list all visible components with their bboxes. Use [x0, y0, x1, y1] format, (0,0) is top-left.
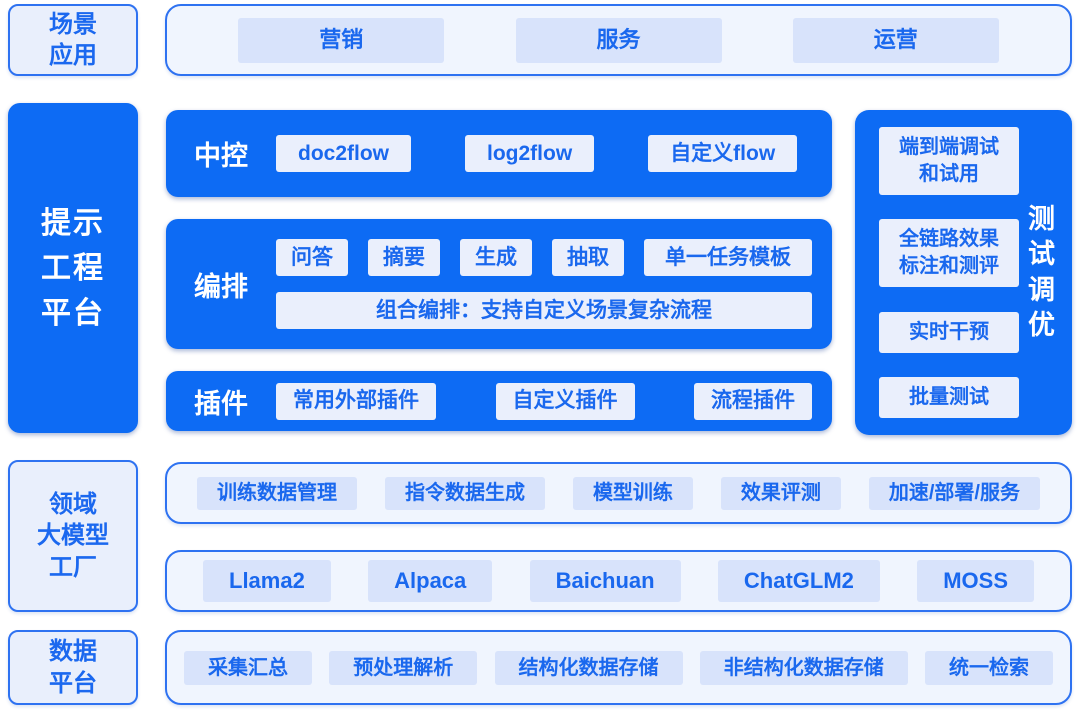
- chip-generation: 生成: [460, 239, 532, 276]
- data-platform-label: 数据 平台: [8, 630, 138, 705]
- base-models-panel: Llama2 Alpaca Baichuan ChatGLM2 MOSS: [165, 550, 1072, 612]
- test-tuning-chips: 端到端调试 和试用 全链路效果 标注和测评 实时干预 批量测试: [879, 127, 1019, 418]
- chip-accelerate-deploy-serve: 加速/部署/服务: [868, 476, 1040, 510]
- scenario-chip-marketing: 营销: [238, 17, 445, 63]
- chip-e2e-debug: 端到端调试 和试用: [879, 127, 1019, 195]
- scenario-apps-label: 场景 应用: [8, 4, 138, 76]
- chip-custom-flow: 自定义flow: [648, 135, 798, 172]
- plugin-chips: 常用外部插件 自定义插件 流程插件: [276, 382, 832, 420]
- orchestration-task-row: 问答 摘要 生成 抽取 单一任务模板: [276, 239, 812, 276]
- chip-composite-orchestration: 组合编排：支持自定义场景复杂流程: [276, 292, 812, 329]
- chip-llama2: Llama2: [203, 560, 331, 602]
- chip-collection-aggregation: 采集汇总: [184, 650, 312, 685]
- chip-batch-testing: 批量测试: [879, 376, 1019, 418]
- chip-fullchain-eval: 全链路效果 标注和测评: [879, 219, 1019, 288]
- chip-common-external-plugins: 常用外部插件: [276, 382, 436, 420]
- chip-single-task-template: 单一任务模板: [644, 239, 812, 276]
- test-tuning-panel: 端到端调试 和试用 全链路效果 标注和测评 实时干预 批量测试 测 试 调 优: [855, 110, 1072, 435]
- chip-effect-evaluation: 效果评测: [720, 476, 841, 510]
- chip-unstructured-storage: 非结构化数据存储: [699, 650, 908, 685]
- model-factory-panel: 训练数据管理 指令数据生成 模型训练 效果评测 加速/部署/服务: [165, 462, 1072, 524]
- plugin-bar: 插件 常用外部插件 自定义插件 流程插件: [166, 371, 832, 431]
- chip-realtime-intervention: 实时干预: [879, 311, 1019, 353]
- chip-structured-storage: 结构化数据存储: [494, 650, 683, 685]
- chip-log2flow: log2flow: [465, 135, 595, 172]
- central-control-bar: 中控 doc2flow log2flow 自定义flow: [166, 110, 832, 197]
- chip-flow-plugins: 流程插件: [694, 382, 812, 420]
- scenario-apps-panel: 营销 服务 运营: [165, 4, 1072, 76]
- chip-chatglm2: ChatGLM2: [717, 560, 880, 602]
- model-factory-label: 领域 大模型 工厂: [8, 460, 138, 612]
- chip-training-data-mgmt: 训练数据管理: [197, 476, 357, 510]
- prompt-platform-label: 提示 工程 平台: [8, 103, 138, 433]
- central-control-title: 中控: [194, 141, 248, 171]
- scenario-chip-operations: 运营: [792, 17, 999, 63]
- central-control-chips: doc2flow log2flow 自定义flow: [276, 135, 798, 172]
- chip-alpaca: Alpaca: [368, 560, 493, 602]
- chip-summary: 摘要: [368, 239, 440, 276]
- chip-unified-retrieval: 统一检索: [925, 650, 1053, 685]
- chip-model-training: 模型训练: [572, 476, 693, 510]
- chip-moss: MOSS: [917, 560, 1034, 602]
- chip-extraction: 抽取: [552, 239, 624, 276]
- orchestration-bar: 编排 问答 摘要 生成 抽取 单一任务模板 组合编排：支持自定义场景复杂流程: [166, 219, 832, 349]
- chip-qa: 问答: [276, 239, 348, 276]
- orchestration-chips: 问答 摘要 生成 抽取 单一任务模板 组合编排：支持自定义场景复杂流程: [276, 239, 832, 329]
- scenario-chip-service: 服务: [515, 17, 722, 63]
- plugin-title: 插件: [194, 388, 248, 419]
- chip-preprocessing-parsing: 预处理解析: [329, 650, 478, 685]
- test-tuning-title: 测 试 调 优: [1028, 204, 1055, 340]
- chip-custom-plugins: 自定义插件: [495, 382, 635, 420]
- chip-baichuan: Baichuan: [529, 560, 681, 602]
- chip-doc2flow: doc2flow: [276, 135, 412, 172]
- orchestration-title: 编排: [194, 271, 248, 302]
- data-platform-panel: 采集汇总 预处理解析 结构化数据存储 非结构化数据存储 统一检索: [165, 630, 1072, 705]
- chip-instruction-data-gen: 指令数据生成: [384, 476, 545, 510]
